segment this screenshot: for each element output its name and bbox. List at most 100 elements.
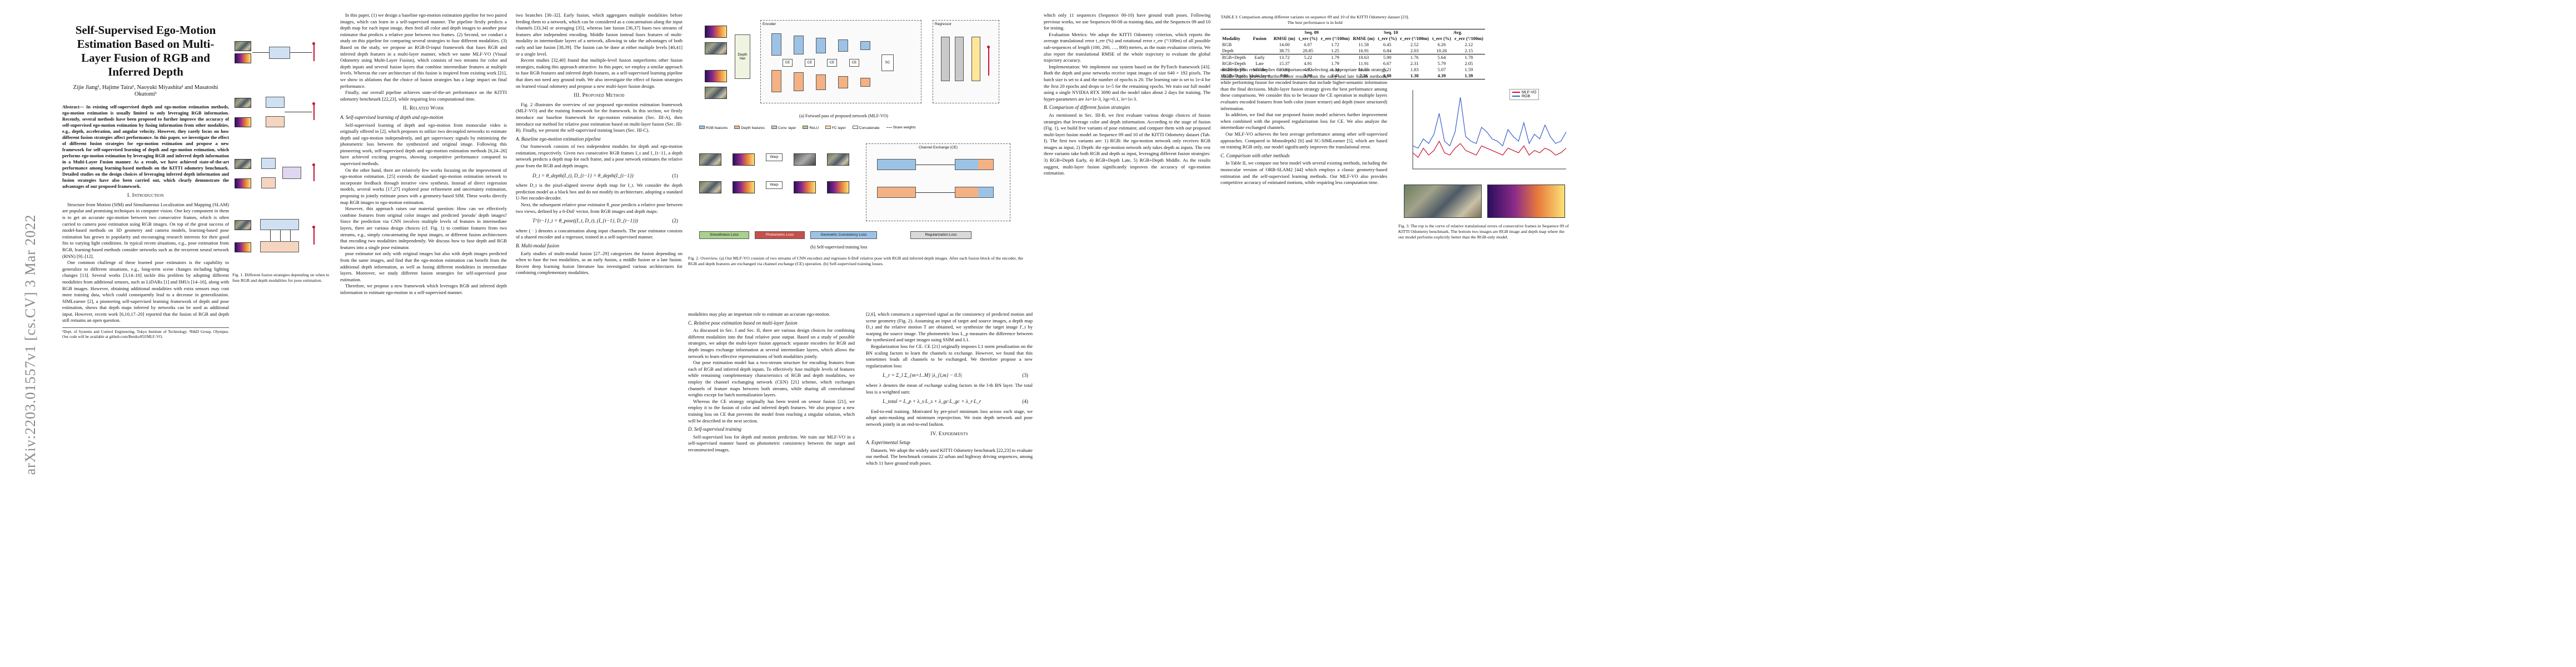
fig2-rgb-conv-1 xyxy=(771,33,781,56)
chart-axes xyxy=(1412,90,1566,170)
fig1a-encoder xyxy=(269,47,290,59)
table-cell: RGB+Depth xyxy=(1220,54,1248,61)
experiments-heading: IV. Experiments xyxy=(930,431,968,437)
arxiv-stamp: arXiv:2203.01557v1 [cs.CV] 3 Mar 2022 xyxy=(22,214,38,475)
fig1b-pose-dot xyxy=(312,102,315,105)
legend-conv-layer: Conv. layer xyxy=(771,126,796,130)
fig2b-warp-2: Warp xyxy=(766,181,783,189)
related-work-subheading-a: A. Self-supervised learning of depth and… xyxy=(340,114,444,120)
fig1c-rgb-encoder xyxy=(261,158,276,169)
fig2b-warped-depth xyxy=(794,181,816,193)
fig1d-exchange-3 xyxy=(290,230,291,241)
fig2b-ce-rgb-out xyxy=(955,159,994,170)
fig2-regressor-conv-2 xyxy=(955,37,964,81)
fig2b-ce-rgb-bar xyxy=(877,159,916,170)
column-3: two branches [30–32]. Early fusion, whic… xyxy=(516,12,682,657)
col7-paragraph-2: In addition, we find that our proposed f… xyxy=(1220,112,1387,131)
table-cell: 1.76 xyxy=(1398,54,1431,61)
column-header: Modality xyxy=(1222,36,1240,41)
fig1d-exchange-1 xyxy=(270,230,271,241)
figure-3: MLF-VO RGB Fig. 3. The top is the curve … xyxy=(1398,86,1571,263)
table-cell: 10.63 xyxy=(1351,54,1377,61)
table-cell: 1.59 xyxy=(1464,67,1473,72)
fig2b-regularization-loss: Regularization Loss xyxy=(910,231,971,239)
equation-4: L_total = L_p + λ_s·L_s + λ_gc·L_gc + λ_… xyxy=(883,399,1028,405)
fig2-regressor-fc xyxy=(971,37,980,81)
table-cell: 6.67 xyxy=(1383,61,1392,66)
equation-2: T^{t−1}_t = θ_pose((I_t, D_t), (I_{t−1},… xyxy=(532,218,678,224)
experiments-subheading-c: C. Comparison with other methods xyxy=(1220,152,1290,158)
table-cell: 16.91 xyxy=(1358,48,1369,53)
experiments-subheading-a: A. Experimental Setup xyxy=(866,440,910,446)
col6-paragraph-3: Implementation: We implement our system … xyxy=(1044,63,1210,102)
col3-paragraph-2: Recent studies [32,40] found that multip… xyxy=(516,57,682,89)
fig2-depth-conv-5 xyxy=(860,78,870,87)
col2-paragraph-6: pose estimator not only with original im… xyxy=(340,251,507,282)
fig1a-arrow-2 xyxy=(290,52,312,53)
fig2-regressor-conv-1 xyxy=(941,37,950,81)
table-cell: 1.41 xyxy=(1319,73,1352,79)
experiments-subheading-b: B. Comparison of different fusion strate… xyxy=(1044,104,1130,111)
col7-paragraph-3: Our MLF-VO achieves the best average per… xyxy=(1220,131,1387,150)
fig2-depth-net: Depth Net xyxy=(735,34,750,79)
table-cell: 4.91 xyxy=(1304,61,1312,66)
figure-1: Fig. 1. Different fusion strategies depe… xyxy=(232,37,335,303)
column-4: modalities may play an important role to… xyxy=(688,311,855,656)
fig2-concat: SC xyxy=(881,54,894,71)
fig1c-pose-output xyxy=(313,166,315,181)
col2-paragraph-5: However, this approach raises our materi… xyxy=(340,206,507,250)
col5-paragraph-5: Datasets. We adopt the widely used KITTI… xyxy=(866,447,1033,466)
table-cell: 1.78 xyxy=(1452,54,1485,61)
column-2: In this paper, (1) we design a baseline … xyxy=(340,12,507,657)
table-cell: 5.22 xyxy=(1297,54,1319,61)
fig3-legend-mlfvo: MLF-VO xyxy=(1512,91,1536,94)
fig2b-photometric-loss: Photometric Loss xyxy=(755,231,805,239)
equation-1: D_t = θ_depth(I_t), D_{t−1} = θ_depth(I_… xyxy=(532,172,678,178)
fig2-rgb-input-2 xyxy=(705,87,727,99)
table-cell: 1.72 xyxy=(1331,42,1339,47)
fig2b-depth-source xyxy=(733,181,755,193)
fig3-line-chart xyxy=(1412,90,1567,170)
fig2b-depth-target xyxy=(733,153,755,166)
fig2b-ce-panel: Channel Exchange (CE) xyxy=(866,143,1010,221)
table-cell: 10.26 xyxy=(1436,48,1447,53)
fig1b-depth-image xyxy=(235,117,251,127)
fig2-rgb-conv-5 xyxy=(860,41,870,50)
col3-paragraph-8: Early studies of multi-modal fusion [27–… xyxy=(516,250,682,276)
method-subheading-a: A. Baseline ego-motion estimation pipeli… xyxy=(516,136,601,142)
table-cell: 11.58 xyxy=(1358,42,1369,47)
fig2-ce-block-4: CE xyxy=(849,59,859,67)
table-cell: 6.07 xyxy=(1304,42,1312,47)
fig2b-warped-rgb xyxy=(794,153,816,166)
fig2b-smoothness-loss: Smoothness Loss xyxy=(699,231,749,239)
table-cell: 11.35 xyxy=(1358,67,1369,72)
table-cell: 9.86 xyxy=(1272,73,1297,79)
table-cell: 5.07 xyxy=(1437,67,1446,72)
series-line-mlf-vo xyxy=(1412,140,1567,158)
fig1c-depth-image xyxy=(235,178,251,188)
group-avg: Avg. xyxy=(1430,29,1485,36)
table-cell: 2.15 xyxy=(1464,48,1473,53)
col4-paragraph-5: Self-supervised loss for depth and motio… xyxy=(688,434,855,452)
col3-paragraph-1: two branches [30–32]. Early fusion, whic… xyxy=(516,12,682,57)
table-1: TABLE I: Comparison among different vari… xyxy=(1220,12,1485,79)
results-table: Seq. 09 Seq. 10 Avg. Modality Fusion RMS… xyxy=(1220,29,1485,79)
column-1: Self-Supervised Ego-Motion Estimation Ba… xyxy=(62,12,229,657)
intro-paragraph-2: One common challenge of these learned po… xyxy=(62,260,229,323)
table-cell: 1.79 xyxy=(1319,54,1352,61)
group-seq09: Seq. 09 xyxy=(1272,29,1352,36)
column-header: t_err (%) xyxy=(1432,36,1451,41)
fig1-caption: Fig. 1. Different fusion strategies depe… xyxy=(232,272,330,283)
fig1d-pose-output xyxy=(313,228,315,245)
table-cell: 5.90 xyxy=(1376,54,1399,61)
fig1a-pose-output xyxy=(313,44,315,61)
fig2b-ce-depth-bar xyxy=(877,187,916,198)
fig2-rgb-conv-3 xyxy=(816,38,826,53)
fig2b-geometric-loss: Geometric Consistency Loss xyxy=(810,231,877,239)
col3-paragraph-5: where D_t is the pixel-aligned inverse d… xyxy=(516,182,682,201)
